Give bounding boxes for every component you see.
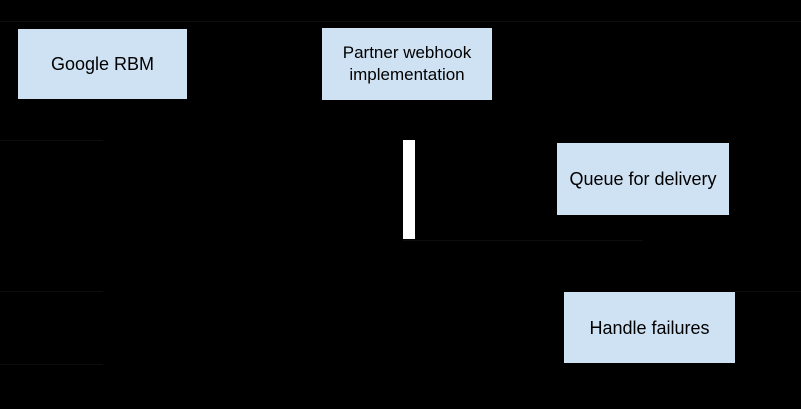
faint-line — [0, 364, 103, 365]
activation-bar — [403, 140, 415, 239]
faint-line — [735, 291, 801, 292]
faint-line — [0, 291, 103, 292]
node-partner-webhook-implementation: Partner webhook implementation — [322, 28, 492, 100]
node-handle-failures: Handle failures — [564, 292, 735, 363]
node-queue-for-delivery-label: Queue for delivery — [569, 169, 717, 189]
faint-line — [403, 240, 643, 241]
node-queue-for-delivery: Queue for delivery — [557, 143, 729, 215]
faint-line — [0, 21, 801, 22]
node-partner-webhook-implementation-label: Partner webhook implementation — [342, 43, 472, 84]
node-google-rbm-label: Google RBM — [50, 54, 155, 74]
faint-line — [0, 140, 103, 141]
node-handle-failures-label: Handle failures — [589, 317, 710, 338]
node-google-rbm: Google RBM — [18, 29, 187, 99]
